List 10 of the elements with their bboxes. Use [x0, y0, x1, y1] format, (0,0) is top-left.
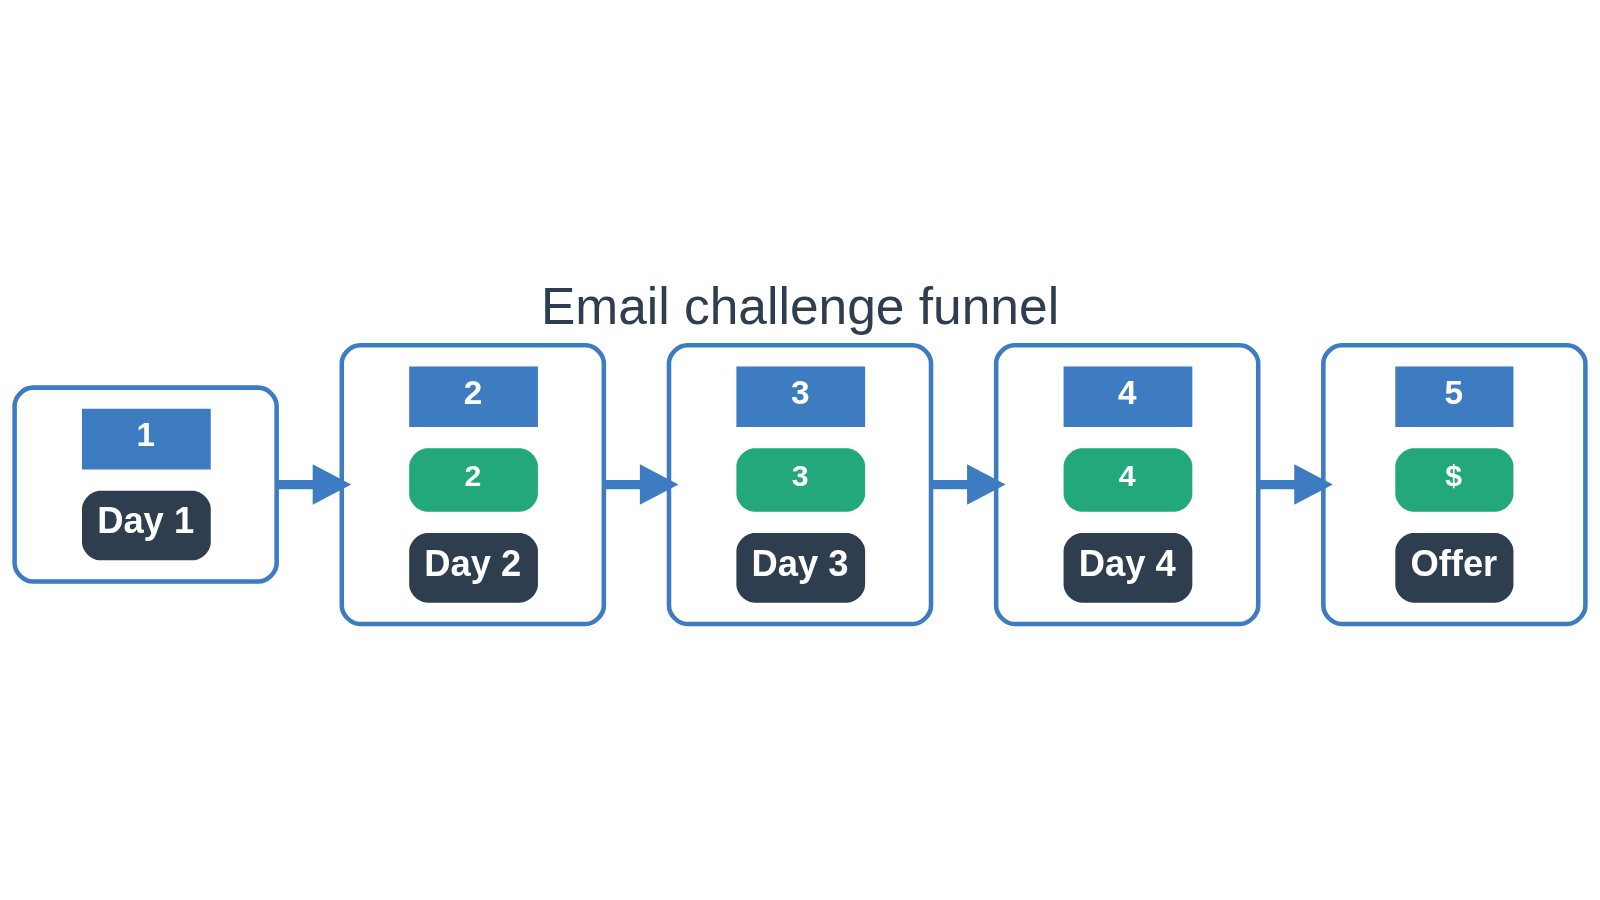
node-box: 1 Day 1: [12, 384, 279, 584]
arrow: [1258, 463, 1333, 505]
arrow: [276, 463, 352, 505]
diagram-title: Email challenge funnel: [540, 276, 1060, 335]
node-box: 3 3 Day 3: [666, 342, 934, 626]
arrow: [603, 463, 679, 505]
node-box: 5 $ Offer: [1321, 342, 1588, 626]
node-box: 2 2 Day 2: [339, 342, 607, 626]
node-box: 4 4 Day 4: [993, 342, 1261, 626]
arrow: [931, 463, 1006, 505]
